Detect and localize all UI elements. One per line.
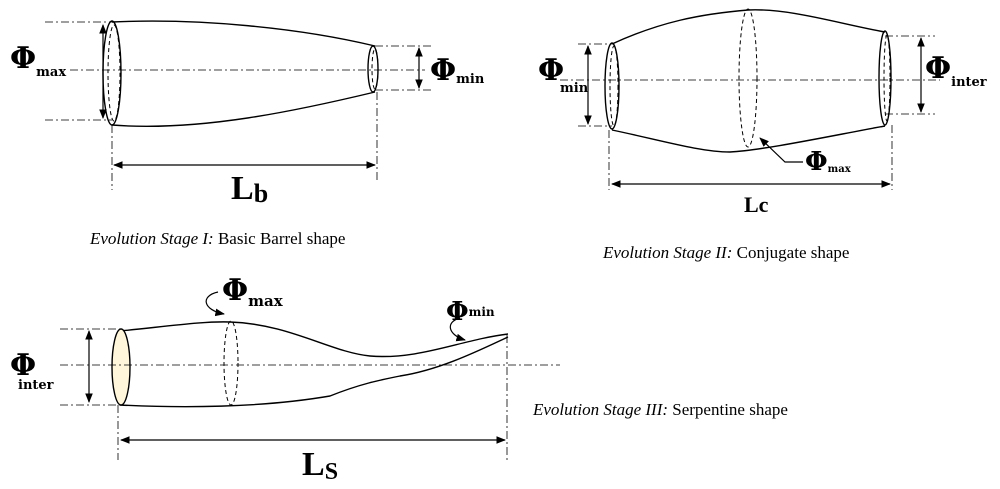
stage1-phi-max-label: Φmax <box>10 41 66 80</box>
stage3-phi-max-curl-arrow <box>205 291 225 317</box>
stage1-caption: Evolution Stage I: Basic Barrel shape <box>89 229 345 248</box>
stage1-phi-min-label: Φmin <box>430 53 485 88</box>
stage3-body-outline <box>119 321 509 408</box>
stage2-inlet-ellipse <box>604 42 620 130</box>
stage2-caption: Evolution Stage II: Conjugate shape <box>602 243 849 262</box>
stage2-outlet-dashed-ellipse <box>883 34 891 122</box>
stage2-length-label: Lc <box>744 192 769 217</box>
stage1-body-outline <box>111 20 376 128</box>
stage2-mid-dashed-ellipse <box>738 8 758 148</box>
stage3-inlet-ellipse <box>111 328 131 406</box>
stage2-phi-max-label: Φmax <box>805 147 852 177</box>
stage1-length-label: Lb <box>231 170 268 208</box>
stage2-phi-inter-label: Φinter <box>925 51 987 90</box>
stage1-inlet-dashed-ellipse <box>107 24 121 122</box>
stage1-outlet-dashed-ellipse <box>371 48 379 90</box>
stage3-phi-max-label: Φmax <box>222 273 284 310</box>
stage3-caption: Evolution Stage III: Serpentine shape <box>532 400 788 419</box>
stage3-length-label: LS <box>302 446 338 485</box>
stage2-inlet-dashed-ellipse <box>609 45 619 127</box>
stage2-body-outline <box>611 9 886 153</box>
stage3-mid-dashed-ellipse <box>223 320 239 406</box>
stage2-phi-max-leader <box>759 137 803 163</box>
stage1-barrel: Φmax Φmin Lb Evolution Stage I: Basic Ba… <box>10 20 485 248</box>
stage2-outlet-ellipse <box>878 30 892 126</box>
stage3-phi-min-curl-arrow <box>449 317 466 342</box>
stage3-phi-min-label: Φmin <box>446 297 495 327</box>
